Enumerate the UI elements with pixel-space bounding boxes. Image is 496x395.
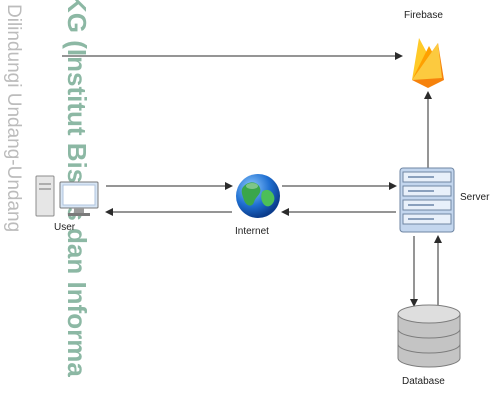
internet-label: Internet	[235, 226, 269, 237]
internet-node: Internet	[226, 172, 290, 242]
firebase-icon	[412, 38, 444, 88]
watermark-side: Dilindungi Undang-Undang	[0, 0, 26, 390]
globe-icon	[236, 174, 280, 218]
user-node: User	[34, 172, 104, 236]
database-node: Database	[392, 304, 472, 390]
watermark-side-text: Dilindungi Undang-Undang	[3, 4, 24, 232]
database-label: Database	[402, 376, 445, 387]
user-label: User	[54, 222, 76, 233]
server-icon	[399, 167, 455, 233]
database-icon	[397, 304, 461, 368]
computer-icon	[35, 175, 99, 217]
server-node: Server	[398, 166, 496, 238]
firebase-label: Firebase	[404, 10, 443, 21]
firebase-node: Firebase	[398, 8, 462, 90]
server-label: Server	[460, 192, 490, 203]
